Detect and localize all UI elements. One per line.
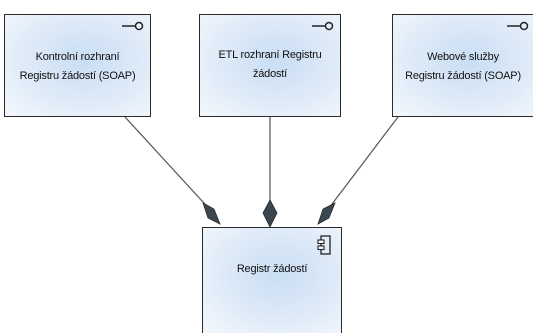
interface-lollipop-icon <box>122 21 144 31</box>
interface-node-webove[interactable]: Webové služby Registru žádostí (SOAP) <box>392 14 533 117</box>
component-icon <box>317 235 331 255</box>
aggregation-diamond-left <box>202 202 221 225</box>
interface-node-kontrolni[interactable]: Kontrolní rozhraní Registru žádostí (SOA… <box>4 14 151 117</box>
interface-node-etl[interactable]: ETL rozhraní Registru žádostí <box>199 14 341 117</box>
interface-lollipop-icon <box>507 21 529 31</box>
connector-webove-registr <box>325 116 399 213</box>
aggregation-diamond-right <box>317 202 336 225</box>
node-label-line1: Kontrolní rozhraní <box>35 51 120 63</box>
interface-lollipop-icon <box>312 21 334 31</box>
aggregation-diamond-center <box>262 199 278 228</box>
node-label-line2: Registru žádostí (SOAP) <box>19 70 136 82</box>
node-label: Registr žádostí <box>236 263 308 275</box>
node-label-line2: žádostí <box>252 68 288 80</box>
node-label-line1: ETL rozhraní Registru <box>218 49 322 61</box>
node-label-line2: Registru žádostí (SOAP) <box>405 70 521 82</box>
connector-kontrolni-registr <box>124 116 215 215</box>
component-node-registr[interactable]: Registr žádostí <box>202 227 342 333</box>
node-label-line1: Webové služby <box>427 51 499 63</box>
